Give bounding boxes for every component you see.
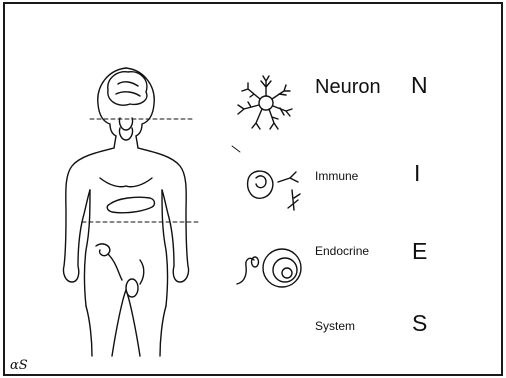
lymphocyte-antibody-icon xyxy=(248,171,300,210)
leg-outline xyxy=(86,306,166,356)
corner-signature-mark: αS xyxy=(10,359,28,372)
system-label: System xyxy=(315,320,355,332)
pancreas-organ xyxy=(107,197,154,213)
acronym-letter-s: S xyxy=(412,312,427,335)
thyroid-organ xyxy=(119,118,132,140)
human-body-outline xyxy=(63,68,188,356)
acronym-letter-e: E xyxy=(412,240,427,263)
brain-organ xyxy=(108,72,147,106)
endocrine-label: Endocrine xyxy=(315,245,369,257)
acronym-letter-i: I xyxy=(414,162,420,185)
neuron-cell-icon xyxy=(238,76,292,129)
immune-label: Immune xyxy=(315,170,358,182)
neck-outline xyxy=(114,136,138,148)
testes-organ xyxy=(96,244,144,297)
neuron-label: Neuron xyxy=(315,77,381,97)
guide-tick xyxy=(232,146,240,152)
acronym-letter-n: N xyxy=(411,74,428,97)
sperm-egg-cell-icon xyxy=(237,249,301,287)
left-arm-outline xyxy=(63,148,114,282)
right-arm-outline xyxy=(138,148,189,282)
